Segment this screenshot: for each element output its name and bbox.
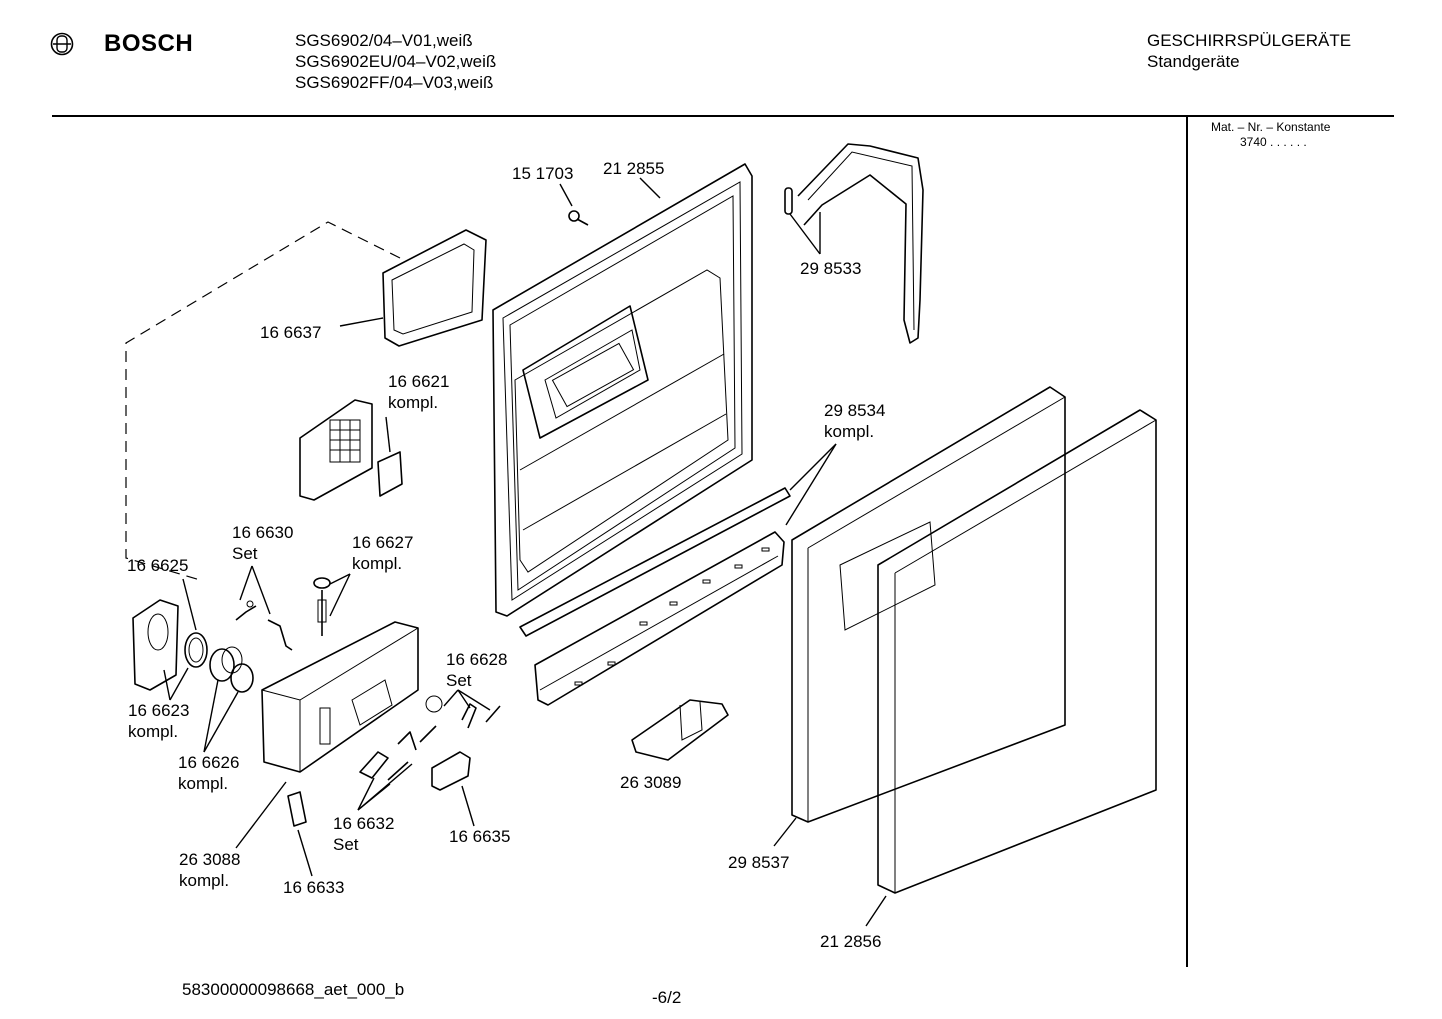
category-title: GESCHIRRSPÜLGERÄTE [1147, 31, 1352, 50]
screw-part [568, 210, 589, 226]
micro-switch [431, 751, 471, 791]
inner-door-panel [492, 163, 753, 617]
leader-lines [163, 177, 887, 927]
header-rule [52, 115, 1394, 117]
window-gasket [382, 229, 487, 347]
dispenser-housing [261, 621, 419, 773]
part-label: 29 8533 [800, 259, 862, 278]
dispenser-cover [299, 399, 403, 501]
part-label: 16 6635 [449, 827, 511, 846]
part-label: 21 2856 [820, 932, 882, 951]
dispenser-window [522, 305, 649, 439]
part-label: 16 6633 [283, 878, 345, 897]
part-label: 29 8537 [728, 853, 790, 872]
assembly-dashed-guide [125, 221, 401, 581]
sidebar-title: Mat. – Nr. – Konstante [1211, 120, 1331, 134]
brand-name: BOSCH [104, 30, 194, 57]
seal-ring [184, 632, 208, 668]
part-label: 16 6625 [127, 556, 189, 575]
handle-bracket [132, 599, 179, 691]
category-subtitle: Standgeräte [1147, 52, 1240, 71]
document-id: 58300000098668_aet_000_b [182, 980, 405, 999]
spring-set [235, 600, 293, 651]
small-clip [287, 791, 307, 827]
sidebar-value: 3740 . . . . . . [1240, 135, 1307, 149]
model-line: SGS6902EU/04–V02,weiß [295, 52, 497, 71]
model-list: SGS6902/04–V01,weiß SGS6902EU/04–V02,wei… [295, 30, 496, 93]
sidebar-divider [1186, 117, 1188, 967]
handle-bar [519, 487, 791, 706]
part-label: 16 6637 [260, 323, 322, 342]
model-line: SGS6902FF/04–V03,weiß [295, 73, 494, 92]
top-frame-bracket [784, 143, 924, 344]
outer-front-panel [791, 386, 1066, 823]
bosch-logo-icon [50, 32, 74, 56]
mounting-bracket [631, 699, 729, 761]
seal-ring-inner [188, 637, 204, 663]
lever-set [359, 725, 437, 781]
part-label: 26 3089 [620, 773, 682, 792]
page-number: -6/2 [652, 988, 682, 1007]
valve-plunger [313, 577, 331, 636]
category-block: GESCHIRRSPÜLGERÄTE Standgeräte [1147, 30, 1351, 72]
latch-set [425, 695, 501, 729]
rotary-knob [209, 646, 254, 693]
part-label: 21 2855 [603, 159, 665, 178]
front-door-panel [877, 409, 1157, 894]
part-label: 15 1703 [512, 164, 574, 183]
model-line: SGS6902/04–V01,weiß [295, 31, 473, 50]
